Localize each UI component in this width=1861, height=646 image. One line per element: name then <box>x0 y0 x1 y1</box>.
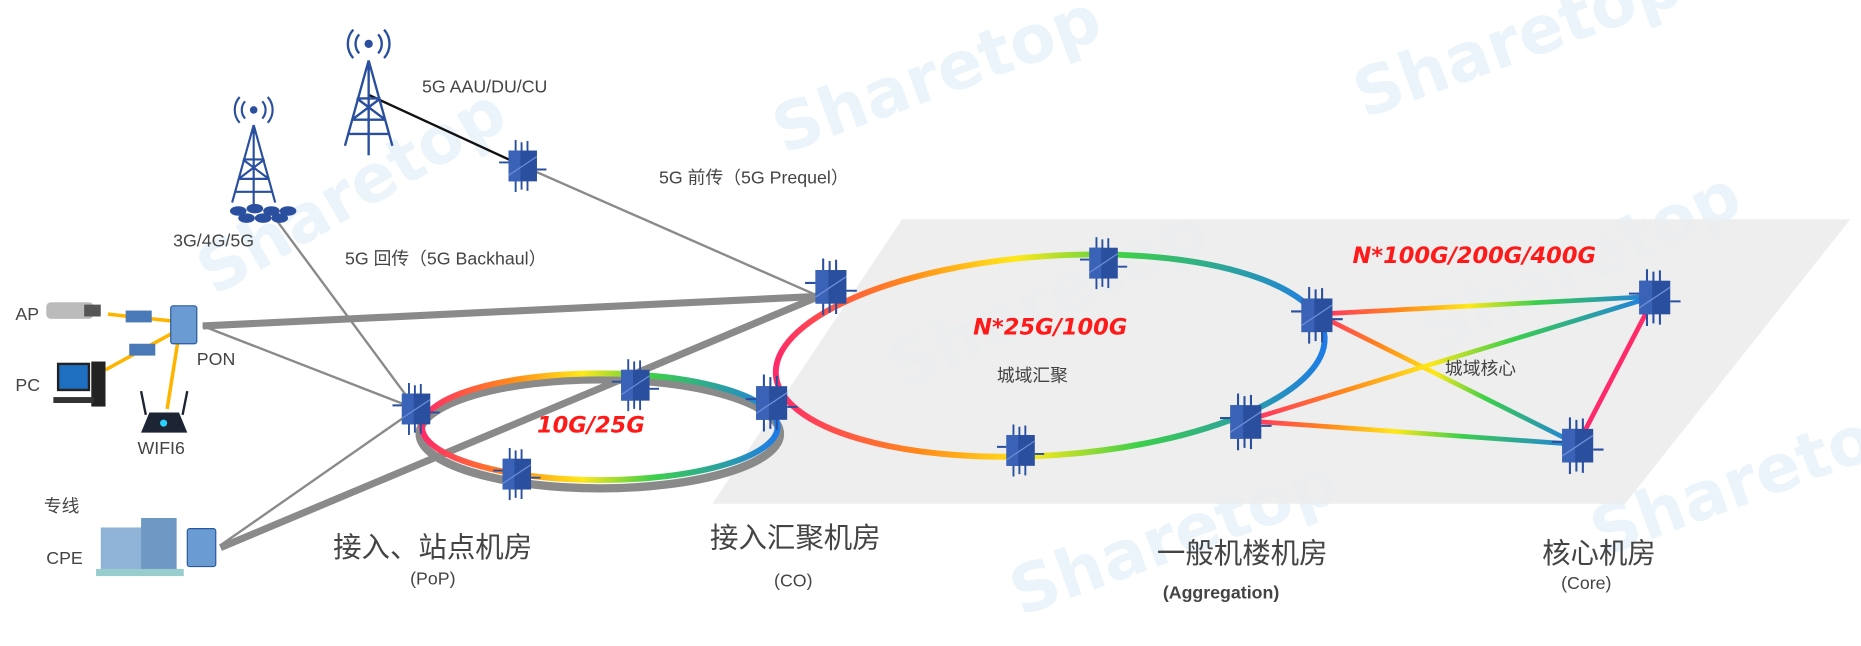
zone-pop-name: 接入、站点机房 <box>333 532 532 564</box>
cells-icon <box>229 203 297 223</box>
backhaul-label: 5G 回传（5G Backhaul） <box>345 248 546 268</box>
zone-co-abbr: (CO) <box>774 571 812 591</box>
zone-core-name: 核心机房 <box>1542 538 1656 570</box>
access-ring-speed: 10G/25G <box>537 413 645 439</box>
pon-label: PON <box>197 349 236 369</box>
aggregation-ring <box>772 251 1328 460</box>
agg-ring-speed: N*25G/100G <box>973 314 1127 340</box>
access-links <box>202 93 821 551</box>
svg-text:Sharetop: Sharetop <box>1343 0 1691 134</box>
ap-label: AP <box>15 304 39 324</box>
building-icon <box>96 517 184 577</box>
wifi6-router-icon <box>139 390 189 433</box>
pc-label: PC <box>15 375 40 395</box>
core-mesh <box>1245 293 1657 447</box>
zone-co-name: 接入汇聚机房 <box>710 523 881 555</box>
core-name: 城域核心 <box>1445 359 1516 379</box>
pc-icon <box>53 361 106 407</box>
agg-ring-name: 城域汇聚 <box>997 366 1068 386</box>
tower-multi-label: 3G/4G/5G <box>173 231 254 251</box>
zone-agg-name: 一般机楼机房 <box>1157 538 1328 570</box>
pon-device-icon <box>170 305 198 345</box>
wifi6-label: WIFI6 <box>138 438 185 458</box>
tower-5g-label: 5G AAU/DU/CU <box>422 76 547 96</box>
cpe-label: CPE <box>46 548 83 568</box>
metro-plane <box>712 219 1851 504</box>
leased-line-label: 专线 <box>44 496 80 516</box>
cpe-device-icon <box>186 528 217 568</box>
zone-agg-abbr: (Aggregation) <box>1163 583 1280 603</box>
camera-ap-icon <box>46 302 156 356</box>
zone-core-abbr: (Core) <box>1561 573 1611 593</box>
zone-pop-abbr: (PoP) <box>410 568 455 588</box>
fronthaul-label: 5G 前传（5G Prequel） <box>659 168 849 188</box>
chip-fronthaul-icon <box>499 139 547 193</box>
svg-text:Sharetop: Sharetop <box>762 0 1110 169</box>
core-speed: N*100G/200G/400G <box>1352 243 1596 269</box>
